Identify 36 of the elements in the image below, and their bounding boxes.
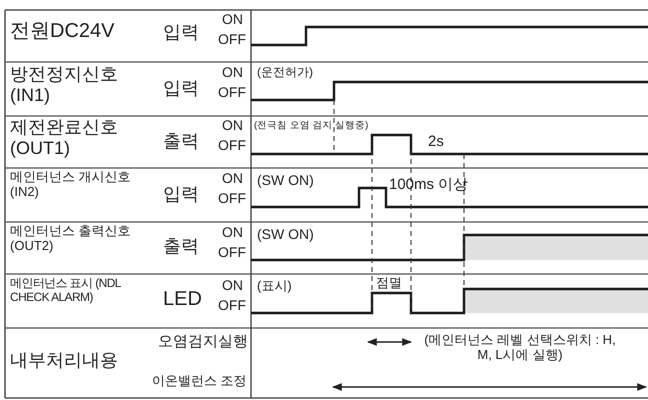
io-type: 출력	[163, 131, 199, 152]
signal-name: 메인터넌스 출력신호 (OUT2)	[10, 224, 132, 254]
state-label: ON	[222, 11, 243, 28]
note: (전극침 오염 검지 실행중)	[254, 121, 368, 132]
io-type: 입력	[163, 184, 199, 205]
note: (SW ON)	[257, 172, 314, 188]
signal-name: 방전정지신호 (IN1)	[10, 64, 119, 106]
timing-label: 100ms 이상	[389, 176, 468, 194]
signal-name: 메인터넌스 개시신호 (IN2)	[10, 170, 132, 200]
note: (SW ON)	[257, 226, 314, 242]
state-label: ON	[222, 224, 243, 240]
signal-name: 메인터넌스 표시 (NDL CHECK ALARM)	[10, 277, 122, 305]
state-label: OFF	[218, 137, 246, 154]
state-label: OFF	[218, 297, 246, 314]
timing-label: 2s	[428, 133, 444, 150]
section-name: 내부처리내용	[10, 350, 118, 371]
state-label: OFF	[218, 190, 246, 206]
state-label: ON	[222, 277, 243, 294]
io-type: 입력	[163, 78, 199, 99]
io-type: LED	[163, 288, 202, 311]
note: (표시)	[257, 279, 292, 294]
io-type: 입력	[163, 22, 199, 43]
signal-name: 전원DC24V	[10, 20, 114, 43]
io-type: 출력	[163, 236, 199, 257]
timing-label: 점멸	[376, 276, 402, 291]
signal-name: 제전완료신호 (OUT1)	[10, 117, 119, 158]
state-label: ON	[222, 64, 243, 80]
state-label: ON	[222, 117, 243, 134]
state-label: OFF	[218, 84, 246, 100]
state-label: ON	[222, 170, 243, 186]
note: (운전허가)	[257, 66, 313, 80]
process-label: 오염검지실행	[158, 333, 248, 350]
note: (메인터넌스 레벨 선택스위치 : H, M, L시에 실행)	[423, 333, 617, 363]
state-label: OFF	[218, 244, 246, 260]
process-label: 이온밸런스 조정	[152, 374, 247, 389]
state-label: OFF	[218, 31, 246, 48]
